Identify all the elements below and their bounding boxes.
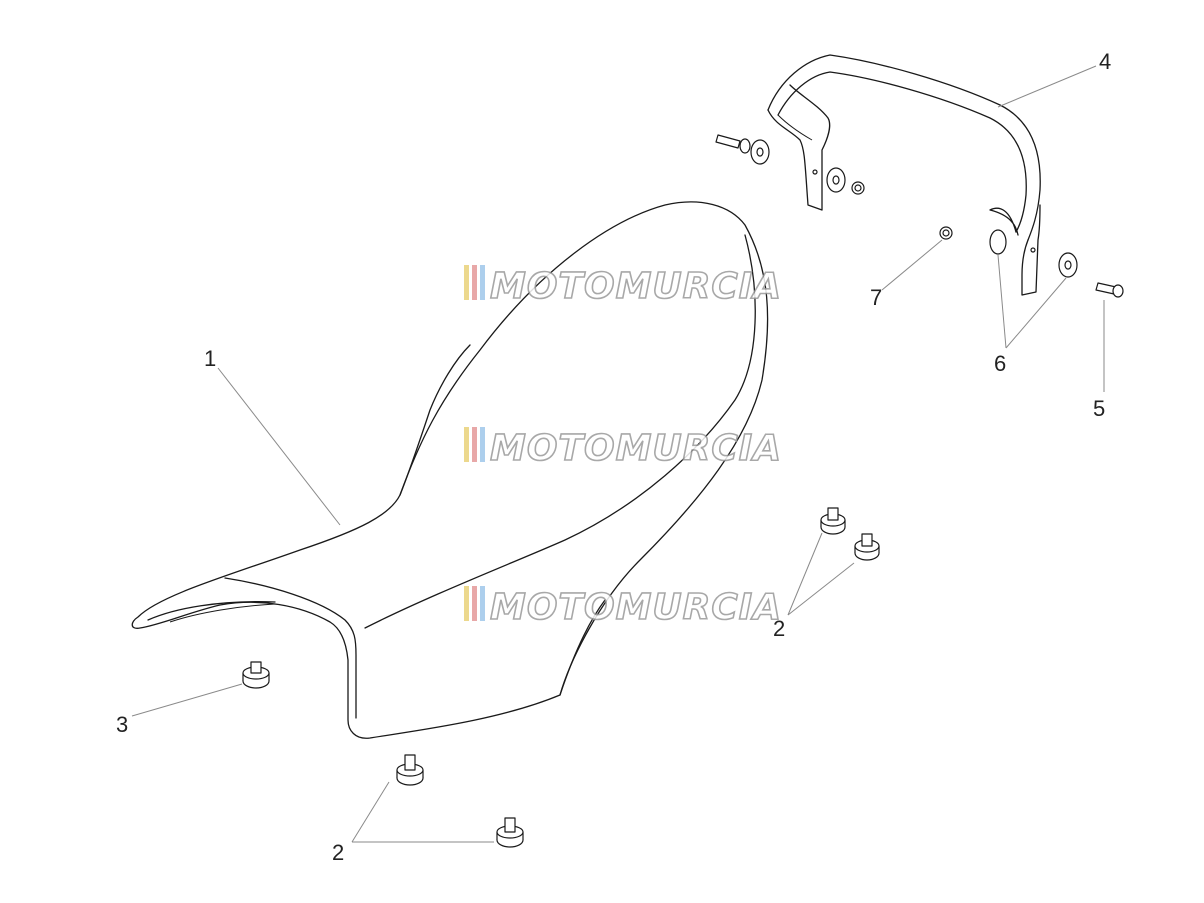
- seat: [131, 201, 769, 739]
- bumper-2-upper-a: [820, 507, 846, 535]
- callout-6: 6: [994, 351, 1006, 376]
- leader-lines: [131, 65, 1105, 843]
- washer-6a: [989, 229, 1007, 255]
- nut-left: [851, 181, 865, 195]
- bumper-3: [242, 661, 270, 689]
- bumper-2-lower-b: [496, 817, 524, 848]
- callout-1: 1: [204, 346, 216, 371]
- callout-3: 3: [116, 712, 128, 737]
- washer-6b: [1058, 252, 1078, 278]
- nut-right: [939, 226, 953, 240]
- bumper-2-upper-b: [854, 533, 880, 561]
- bolt-left: [715, 134, 751, 154]
- callout-2-upper: 2: [773, 616, 785, 641]
- watermark-text-bottom: MOTOMURCIA: [490, 587, 782, 628]
- callout-5: 5: [1093, 396, 1105, 421]
- washer-left: [750, 139, 770, 165]
- grab-handle: [767, 54, 1041, 296]
- watermark-top: MOTOMURCIA: [464, 265, 782, 308]
- watermark-bottom: MOTOMURCIA: [464, 586, 782, 629]
- callout-7: 7: [870, 285, 882, 310]
- callout-4: 4: [1099, 49, 1111, 74]
- watermark-text-top: MOTOMURCIA: [490, 266, 782, 307]
- callout-2-lower: 2: [332, 840, 344, 865]
- washer-mid: [826, 167, 846, 193]
- watermark-text-middle: MOTOMURCIA: [490, 428, 782, 469]
- bolt-right: [1095, 282, 1124, 298]
- watermark-middle: MOTOMURCIA: [464, 427, 782, 470]
- bumper-2-lower-a: [396, 754, 424, 786]
